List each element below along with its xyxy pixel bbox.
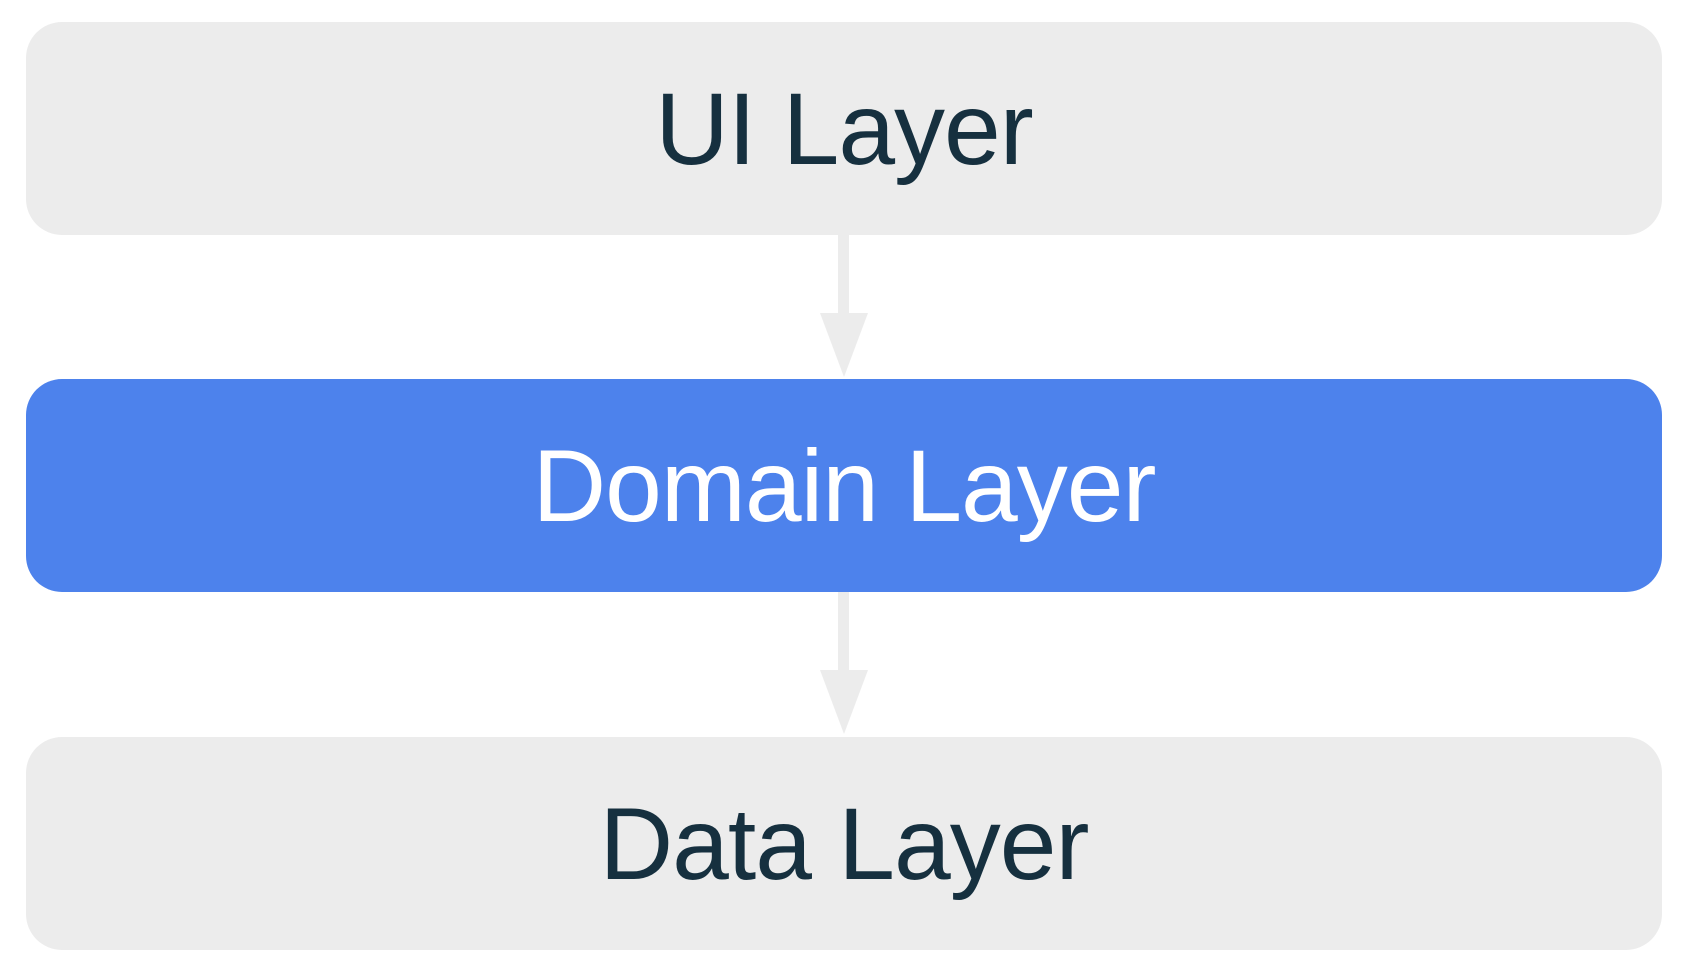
layer-label-ui: UI Layer [655, 71, 1033, 186]
arrow-head [820, 670, 868, 734]
arrow-stem [838, 592, 849, 672]
arrow-head [820, 313, 868, 377]
layer-box-domain: Domain Layer [26, 379, 1662, 592]
layer-box-ui: UI Layer [26, 22, 1662, 235]
layer-label-domain: Domain Layer [532, 428, 1157, 543]
layer-box-data: Data Layer [26, 737, 1662, 950]
arrow-stem [838, 235, 849, 315]
layer-label-data: Data Layer [599, 786, 1090, 901]
